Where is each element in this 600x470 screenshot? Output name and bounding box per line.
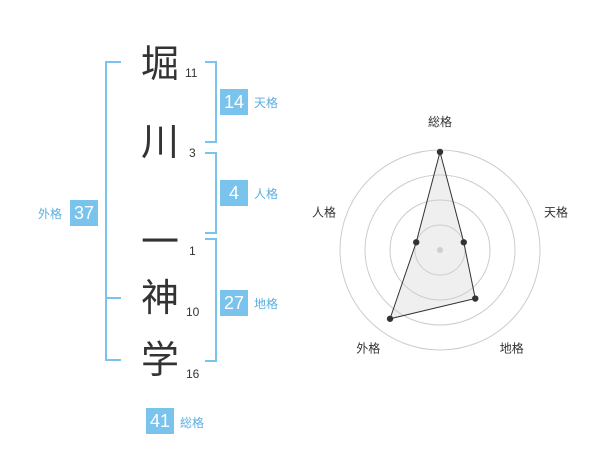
name-char-4: 神: [140, 276, 179, 320]
stroke-count-4: 10: [186, 305, 200, 319]
stroke-count-1: 11: [185, 66, 198, 80]
ten-bracket: [205, 61, 217, 143]
jin-label: 人格: [254, 187, 279, 201]
stroke-count-5: 16: [186, 367, 200, 381]
name-char-1: 堀: [140, 42, 179, 86]
radar-center-dot: [437, 247, 443, 253]
radar-axis-label-4: 外格: [356, 341, 380, 356]
stroke-count-2: 3: [189, 146, 196, 160]
stroke-count-3: 1: [189, 244, 196, 258]
radar-axis-label-5: 人格: [312, 204, 336, 219]
jin-value-badge: 4: [220, 180, 248, 206]
chi-label: 地格: [254, 297, 279, 311]
gai-value-badge: 37: [70, 200, 98, 226]
ten-value-badge: 14: [220, 89, 248, 115]
name-char-5: 学: [140, 338, 179, 382]
sou-value-badge: 41: [146, 408, 174, 434]
radar-point-3: [472, 295, 479, 302]
gai-bracket: [105, 61, 121, 361]
chi-bracket: [205, 238, 217, 362]
radar-axis-label-2: 天格: [544, 204, 568, 219]
radar-point-5: [413, 239, 420, 246]
radar-series-polygon: [389, 150, 476, 320]
jin-bracket: [205, 152, 217, 234]
gai-label: 外格: [38, 207, 63, 221]
radar-point-4: [386, 315, 394, 322]
sou-label: 総格: [180, 416, 205, 430]
radar-axis-label-3: 地格: [500, 341, 524, 356]
name-char-2: 川: [140, 120, 179, 164]
radar-point-1: [436, 148, 444, 156]
name-char-3: 一: [140, 220, 179, 264]
chi-value-badge: 27: [220, 290, 248, 316]
radar-ring-3: [364, 174, 516, 326]
ten-label: 天格: [254, 96, 279, 110]
radar-axis-label-1: 総格: [428, 114, 452, 129]
radar-point-2: [460, 239, 467, 246]
radar-ring-2: [389, 199, 491, 301]
gai-bracket-mid-tick: [105, 297, 121, 299]
